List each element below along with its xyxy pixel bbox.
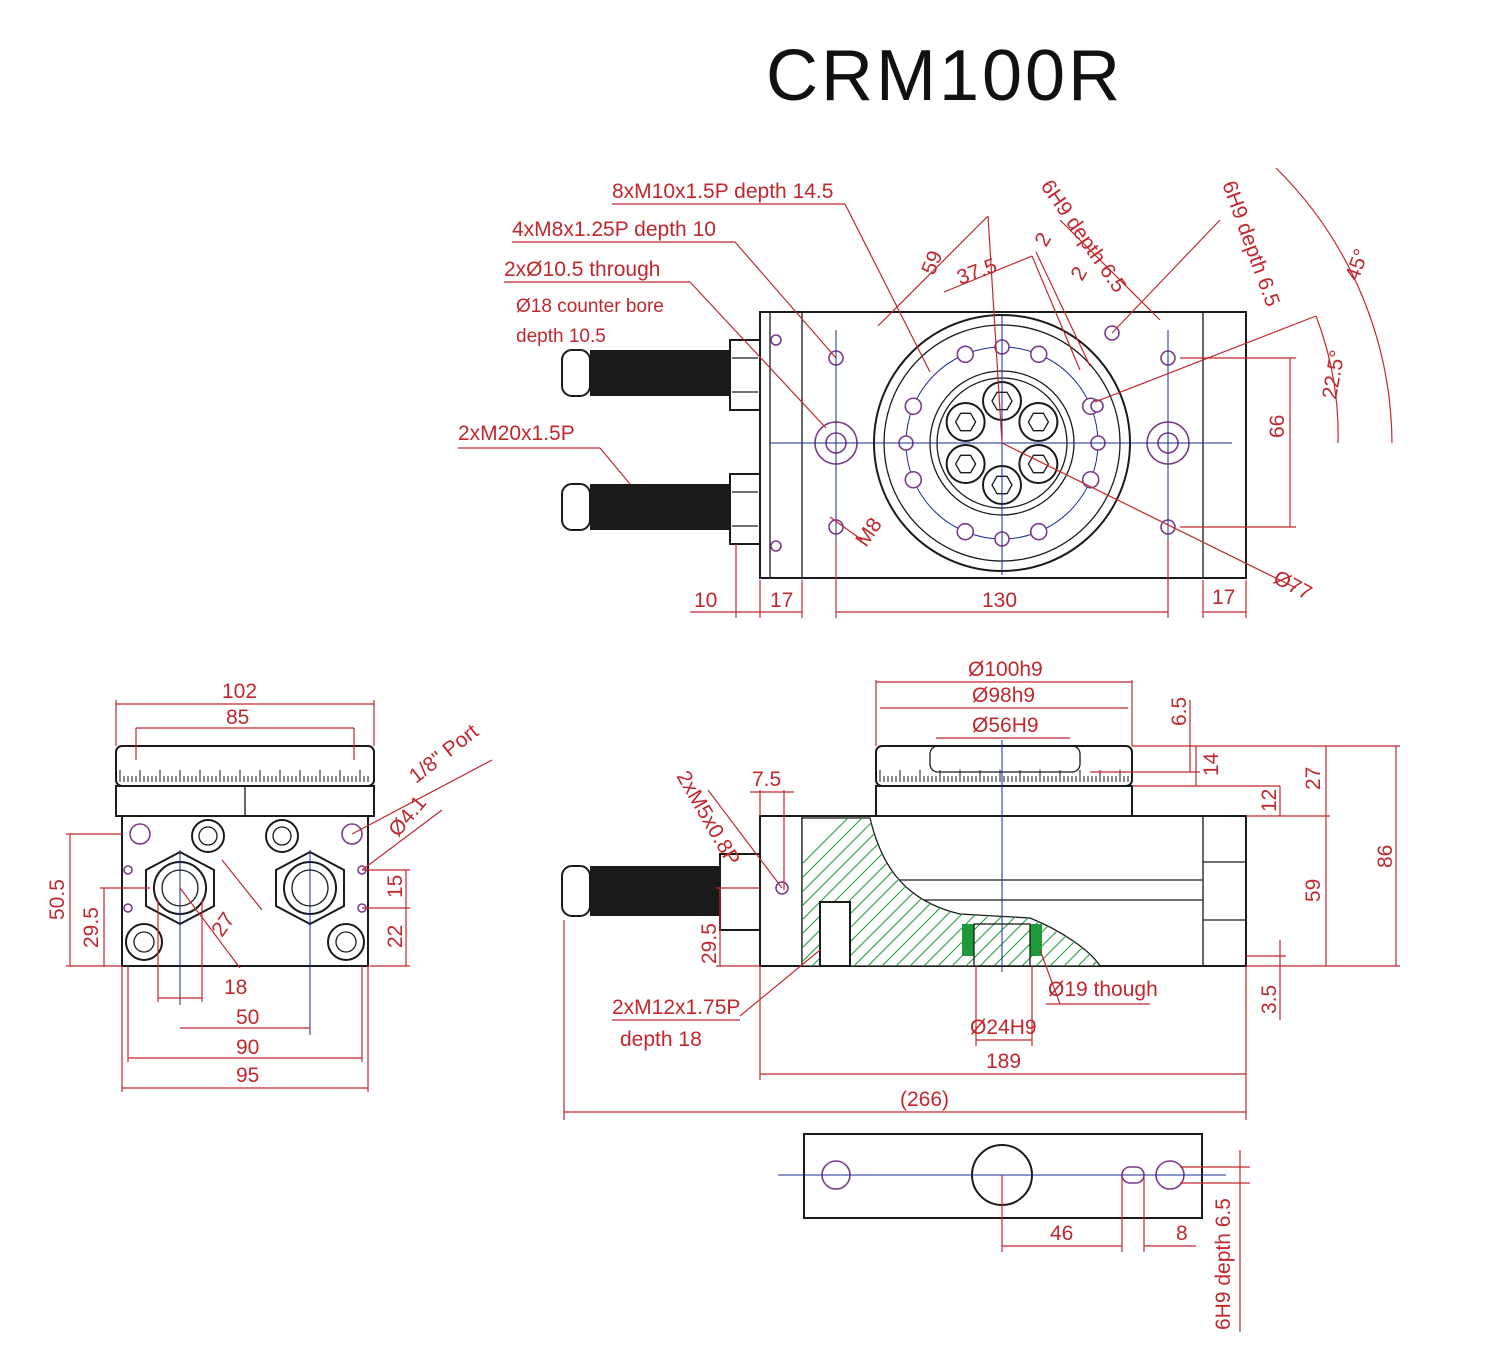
socket-head: [1018, 402, 1059, 442]
top-view: 8xM10x1.5P depth 14.5 4xM8x1.25P depth 1…: [458, 167, 1393, 618]
flange-hole: [1081, 470, 1100, 489]
dim-17a: 17: [770, 589, 793, 612]
flange-hole: [904, 397, 923, 416]
flange-hole: [956, 345, 975, 364]
hex-socket-icon: [991, 475, 1013, 495]
dim-d56h9: Ø56H9: [972, 714, 1039, 737]
dim-10: 10: [694, 589, 717, 612]
callout-counterbore-2: depth 10.5: [516, 326, 606, 347]
callout-through: 2xØ10.5 through: [504, 258, 660, 281]
dim-14: 14: [1200, 752, 1223, 776]
hatch-line: [802, 818, 865, 966]
dim-8: 8: [1176, 1222, 1188, 1245]
flange-hole: [1029, 522, 1048, 541]
drawing-title: CRM100R: [766, 36, 1123, 116]
hex-socket-icon: [954, 412, 977, 432]
dim-15: 15: [384, 875, 407, 898]
dim-66: 66: [1266, 415, 1289, 438]
dim-46: 46: [1050, 1222, 1073, 1245]
hatch-line: [1035, 818, 1100, 966]
dim-37-5: 37.5: [954, 254, 1000, 290]
dim-2b: 2: [1066, 263, 1092, 285]
scale-ticks: [119, 770, 369, 782]
dim-d24h9: Ø24H9: [970, 1016, 1037, 1039]
dim-102: 102: [222, 680, 257, 703]
callout-m20: 2xM20x1.5P: [458, 422, 575, 445]
dim-d4-1: Ø4.1: [384, 792, 431, 842]
callout-m12-2: depth 18: [620, 1028, 702, 1051]
socket-head: [945, 444, 986, 484]
callout-m12-1: 2xM12x1.75P: [612, 996, 740, 1019]
dim-22: 22: [384, 925, 407, 948]
hatch-line: [802, 818, 893, 966]
dim-d98h9: Ø98h9: [972, 684, 1035, 707]
flange-hole: [904, 470, 923, 489]
side-view: Ø100h9 Ø98h9 Ø56H9 6.5 14 12 27 86 59 3.…: [561, 658, 1400, 1120]
callout-h9-b: 6H9 depth 6.5: [1217, 178, 1284, 310]
callout-m8: 4xM8x1.25P depth 10: [512, 218, 716, 241]
callout-m5: 2xM5x0.8P: [672, 767, 744, 869]
dim-59: 59: [917, 248, 947, 278]
dim-130: 130: [982, 589, 1017, 612]
dim-angle-45: 45°: [1341, 246, 1373, 284]
hatch-line: [802, 818, 879, 966]
hex-socket-icon: [954, 454, 977, 474]
dim-12: 12: [1258, 789, 1281, 812]
dim-17b: 17: [1212, 586, 1235, 609]
hatch-line: [802, 818, 851, 966]
callout-d77: Ø77: [1270, 566, 1316, 605]
flange-hole: [956, 522, 975, 541]
callout-counterbore-1: Ø18 counter bore: [516, 296, 664, 317]
callout-h9-bottom: 6H9 depth 6.5: [1212, 1198, 1235, 1330]
dim-29-5: 29.5: [80, 907, 103, 948]
dim-27-side: 27: [1302, 767, 1325, 790]
callout-m10: 8xM10x1.5P depth 14.5: [612, 180, 833, 203]
dim-86: 86: [1374, 845, 1397, 868]
flange-hole: [1029, 345, 1048, 364]
dim-95: 95: [236, 1064, 259, 1087]
hex-socket-icon: [1027, 412, 1050, 432]
dim-85: 85: [226, 706, 249, 729]
dim-189: 189: [986, 1050, 1021, 1073]
bolt-upper: [561, 339, 761, 411]
dim-6-5: 6.5: [1168, 697, 1191, 726]
socket-head: [1018, 444, 1059, 484]
dim-266: (266): [900, 1088, 949, 1111]
bottom-view: 46 8 6H9 depth 6.5: [778, 1133, 1250, 1332]
dim-29-5-side: 29.5: [698, 923, 721, 964]
dim-3-5: 3.5: [1258, 985, 1281, 1014]
dim-59-side: 59: [1302, 879, 1325, 902]
dim-port: 1/8" Port: [405, 720, 483, 788]
bolt-lower: [561, 473, 761, 545]
socket-head: [945, 402, 986, 442]
dim-50: 50: [236, 1006, 259, 1029]
hex-socket-icon: [1027, 454, 1050, 474]
dim-2a: 2: [1030, 229, 1056, 251]
dim-d100h9: Ø100h9: [968, 658, 1043, 681]
dim-18: 18: [224, 976, 247, 999]
dim-50-5: 50.5: [46, 879, 69, 920]
dim-7-5: 7.5: [752, 768, 781, 791]
callout-d19: Ø19 though: [1048, 978, 1158, 1001]
hex-socket-icon: [991, 391, 1013, 411]
dim-90: 90: [236, 1036, 259, 1059]
end-view: 102 85 1/8" Port Ø4.1 50.5 29.5 27 15 22…: [46, 680, 493, 1092]
dim-angle-22-5: 22.5°: [1318, 348, 1349, 401]
